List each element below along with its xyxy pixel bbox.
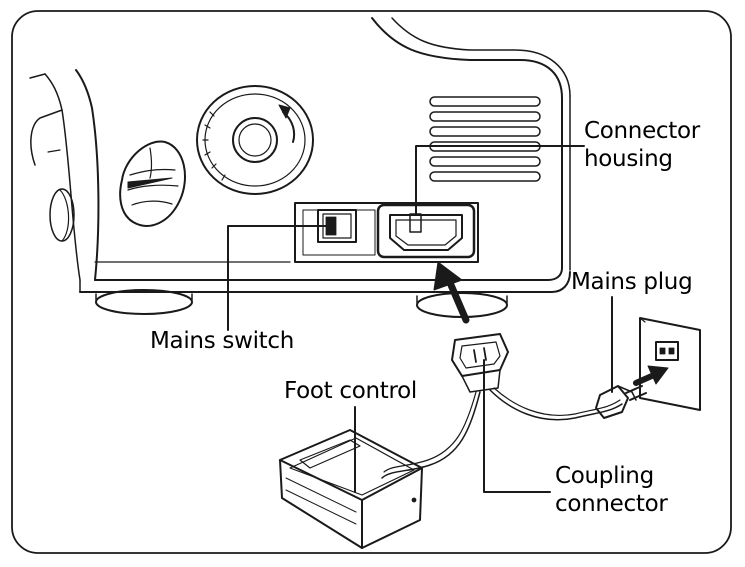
coupling-connector xyxy=(451,333,509,393)
diagram-frame xyxy=(11,10,732,554)
connector-housing-socket xyxy=(376,203,476,259)
machine-foot-left xyxy=(95,289,193,315)
label-coupling-connector: Coupling connector xyxy=(555,462,668,518)
mains-cable xyxy=(489,389,623,421)
leader-coupling-connector xyxy=(483,359,551,493)
label-coupling-connector-line2: connector xyxy=(555,491,668,517)
leader-connector-housing xyxy=(415,145,585,215)
label-coupling-connector-line1: Coupling xyxy=(555,463,654,489)
insert-arrow xyxy=(433,261,470,324)
label-mains-plug: Mains plug xyxy=(571,269,693,295)
mains-plug xyxy=(595,385,647,419)
label-connector-housing-line2: housing xyxy=(584,146,673,172)
label-connector-housing-line1: Connector xyxy=(584,118,700,144)
sewing-machine xyxy=(29,17,571,318)
label-mains-switch: Mains switch xyxy=(150,328,295,354)
plug-arrow xyxy=(633,365,669,386)
wall-socket xyxy=(639,317,701,411)
label-foot-control: Foot control xyxy=(284,378,418,404)
leader-mains-switch xyxy=(227,225,331,331)
foot-control-cable xyxy=(381,391,481,479)
foot-control xyxy=(279,429,423,549)
label-connector-housing: Connector housing xyxy=(584,117,700,173)
